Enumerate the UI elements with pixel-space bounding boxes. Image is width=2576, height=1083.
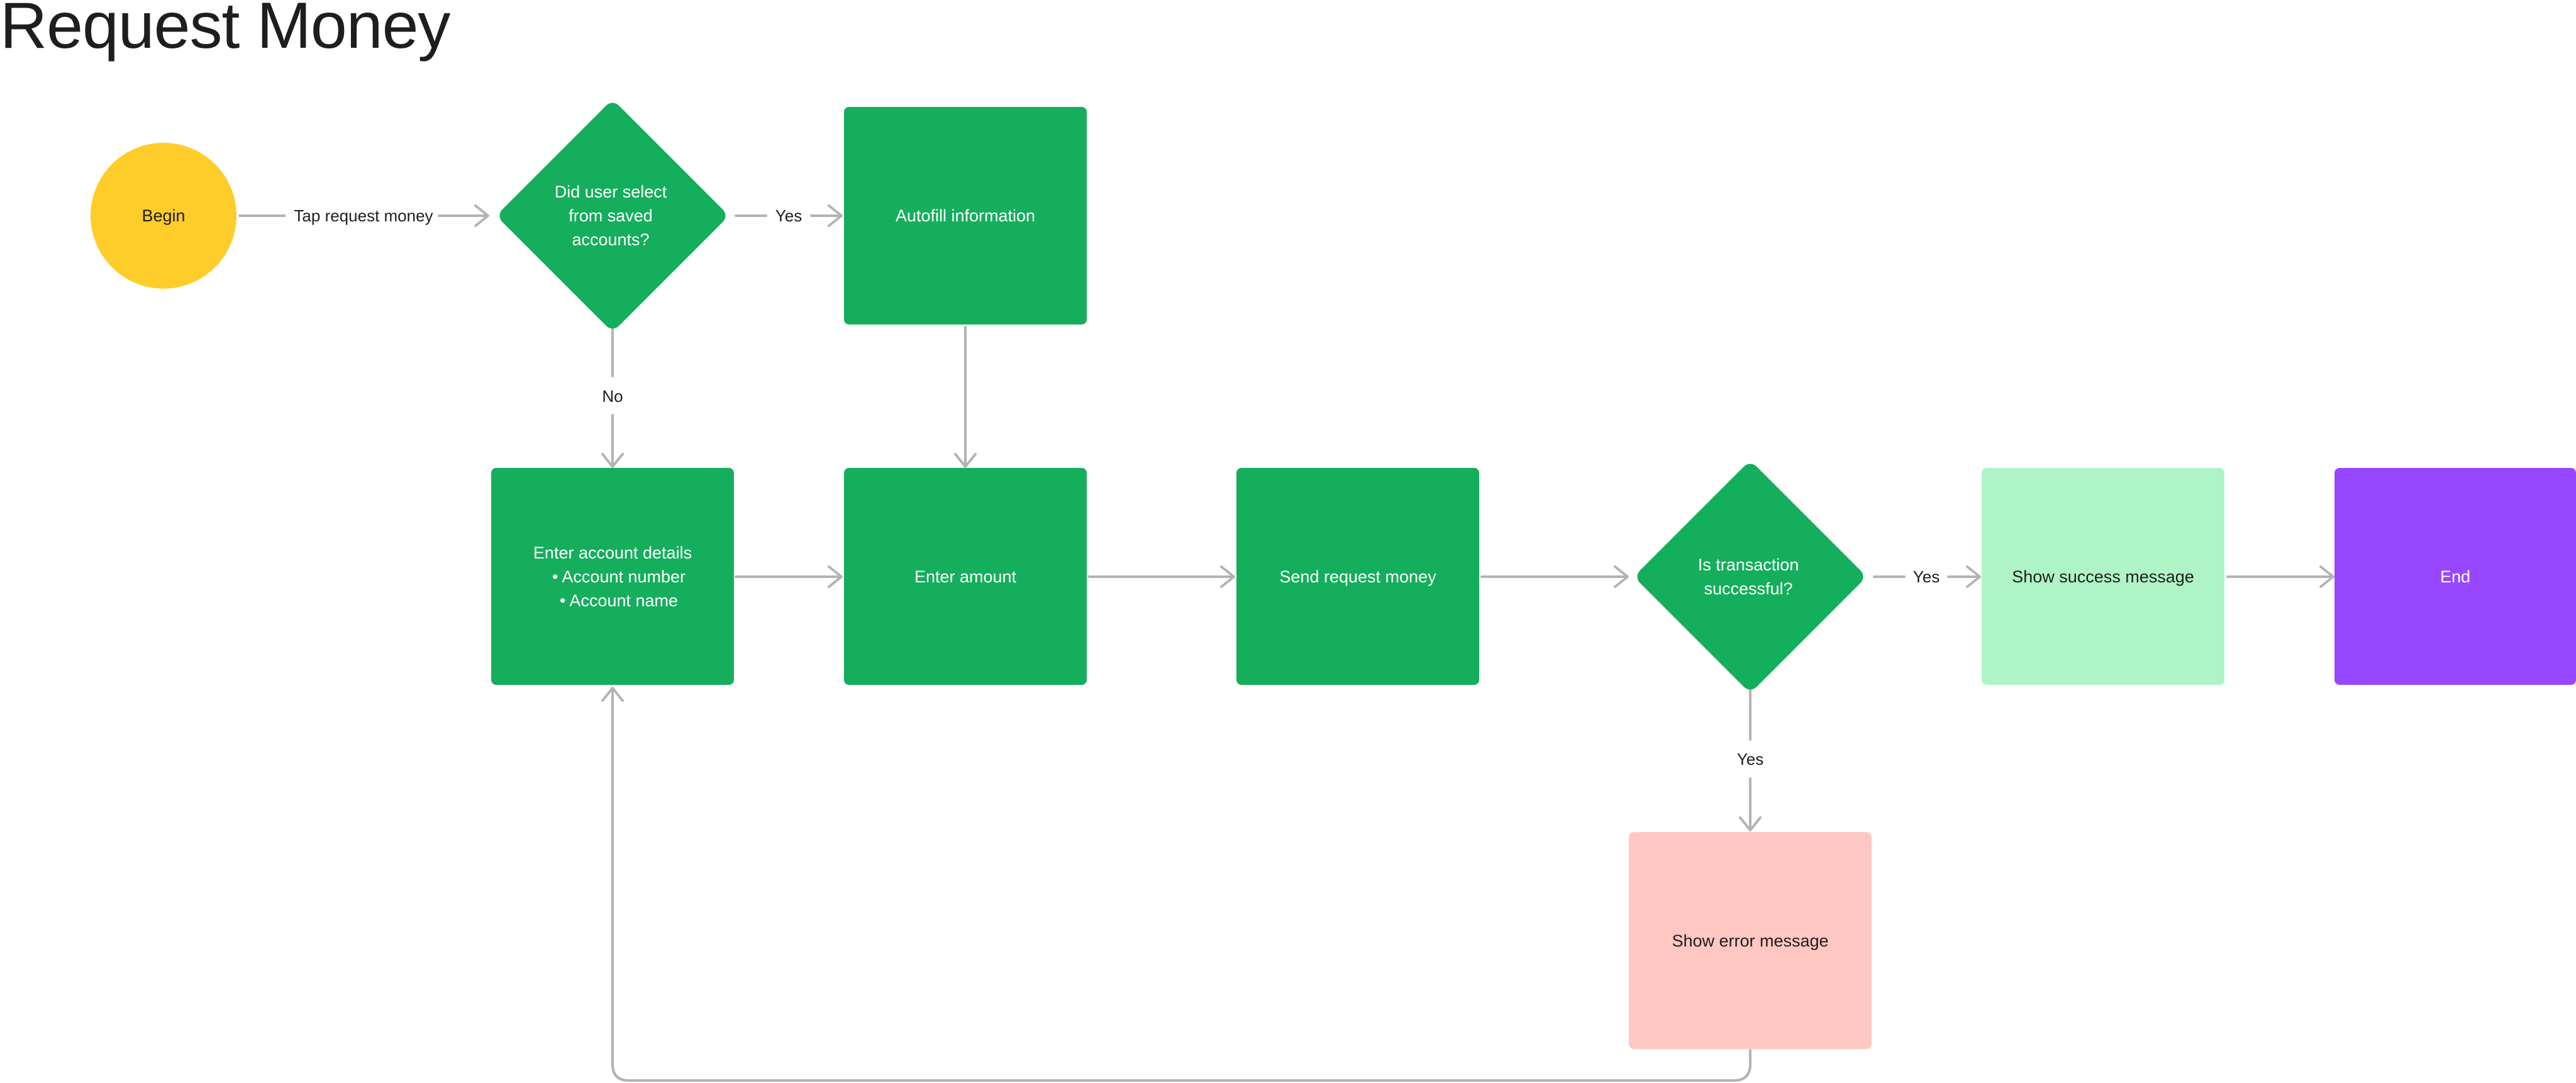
- arrowhead: [2319, 565, 2334, 588]
- connectors: Tap request money Yes No Yes Yes: [238, 204, 2334, 1082]
- autofill-shape: [844, 107, 1087, 325]
- arrowhead: [1220, 565, 1235, 588]
- node-show-success-message[interactable]: Show success message: [1982, 468, 2224, 685]
- decision-success-line-1: Is transaction: [1698, 555, 1799, 574]
- arrowhead: [954, 453, 977, 468]
- node-autofill-information[interactable]: Autofill information: [844, 107, 1087, 325]
- edge-label-saved-yes: Yes: [775, 206, 802, 225]
- edge-error-to-details: [611, 689, 1752, 1082]
- success-msg-label: Show success message: [2012, 567, 2194, 586]
- decision-saved-line-2: from saved: [569, 206, 653, 225]
- node-end[interactable]: End: [2334, 468, 2576, 685]
- decision-saved-line-3: accounts?: [572, 230, 649, 249]
- enter-details-shape: [491, 468, 734, 685]
- decision-success-shape: [1637, 464, 1863, 690]
- success-msg-shape: [1982, 468, 2224, 685]
- arrowhead: [828, 204, 843, 227]
- node-decision-transaction-successful[interactable]: Is transaction successful?: [1634, 460, 1867, 694]
- nodes: Begin Did user select from saved account…: [91, 99, 2576, 1049]
- begin-label: Begin: [142, 206, 185, 225]
- arrowhead: [601, 453, 624, 468]
- error-msg-label: Show error message: [1672, 931, 1828, 950]
- node-show-error-message[interactable]: Show error message: [1629, 832, 1872, 1049]
- arrowhead: [828, 565, 843, 588]
- begin-shape: [91, 143, 236, 289]
- enter-details-line-2: • Account number: [552, 567, 686, 586]
- enter-details-line-1: Enter account details: [533, 543, 692, 562]
- edge-label-success-yes: Yes: [1913, 567, 1940, 586]
- page-title: Request Money: [0, 0, 450, 62]
- edge-label-saved-no: No: [602, 387, 623, 406]
- decision-saved-line-1: Did user select: [555, 182, 667, 201]
- send-request-label: Send request money: [1279, 567, 1436, 586]
- enter-amount-shape: [844, 468, 1087, 685]
- arrowhead: [601, 687, 624, 702]
- autofill-label: Autofill information: [896, 206, 1035, 225]
- decision-success-line-2: successful?: [1704, 579, 1792, 598]
- node-enter-amount[interactable]: Enter amount: [844, 468, 1087, 685]
- edge-label-error-yes: Yes: [1737, 750, 1763, 769]
- node-enter-account-details[interactable]: Enter account details • Account number •…: [491, 468, 734, 685]
- end-label: End: [2440, 567, 2470, 586]
- send-request-shape: [1236, 468, 1479, 685]
- decision-saved-shape: [499, 103, 726, 329]
- node-send-request-money[interactable]: Send request money: [1236, 468, 1479, 685]
- enter-details-line-3: • Account name: [560, 591, 678, 610]
- arrowhead: [1966, 565, 1981, 588]
- node-decision-saved-accounts[interactable]: Did user select from saved accounts?: [496, 99, 730, 333]
- arrowhead: [1614, 565, 1629, 588]
- edge-label-tap-request: Tap request money: [294, 206, 433, 225]
- arrowhead: [474, 204, 489, 227]
- end-shape: [2334, 468, 2576, 685]
- error-msg-shape: [1629, 832, 1872, 1049]
- arrowhead: [1739, 816, 1762, 831]
- node-begin[interactable]: Begin: [91, 143, 236, 289]
- enter-amount-label: Enter amount: [914, 567, 1017, 586]
